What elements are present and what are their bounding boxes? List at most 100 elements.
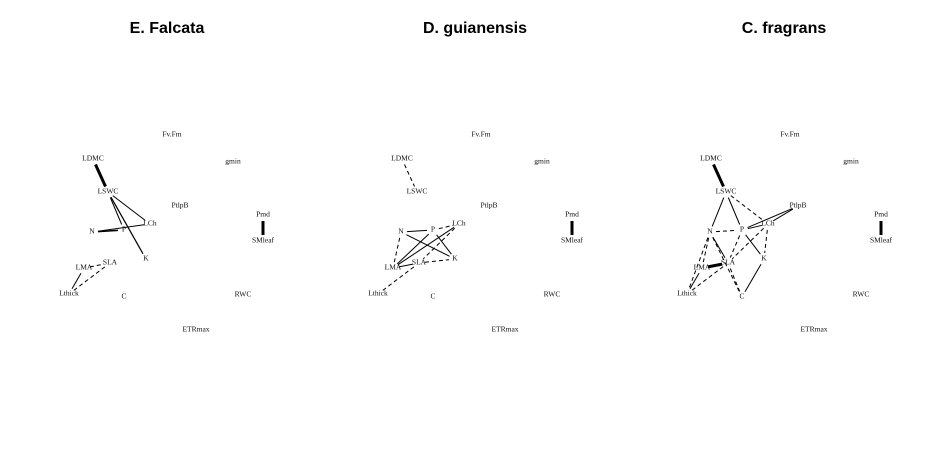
- node-pmd: Pmd: [565, 210, 579, 219]
- node-gmin: gmin: [843, 157, 859, 166]
- node-n: N: [89, 227, 95, 236]
- node-smleaf: SMleaf: [252, 236, 275, 245]
- node-lthick: Lthick: [368, 289, 388, 298]
- node-k: K: [452, 254, 458, 263]
- node-smleaf: SMleaf: [561, 236, 584, 245]
- node-c: C: [121, 292, 126, 301]
- node-gmin: gmin: [225, 157, 241, 166]
- edge-n-sla: [712, 236, 726, 259]
- node-lthick: Lthick: [59, 289, 79, 298]
- node-lthick: Lthick: [677, 289, 697, 298]
- edge-ldmc-lswc: [712, 163, 725, 188]
- node-ptlpb: PtlpB: [480, 201, 497, 210]
- edge-lma-lthick: [689, 272, 700, 290]
- node-lswc: LSWC: [98, 187, 119, 196]
- node-n: N: [707, 227, 713, 236]
- node-p: P: [740, 225, 744, 234]
- edge-n-p: [97, 229, 119, 233]
- edge-lch-lma: [397, 226, 455, 266]
- node-ldmc: LDMC: [82, 154, 104, 163]
- panel-3-edges: [688, 163, 883, 293]
- edge-lswc-k: [110, 196, 144, 255]
- node-p: P: [431, 225, 435, 234]
- node-ldmc: LDMC: [700, 154, 722, 163]
- node-sla: SLA: [412, 258, 427, 267]
- node-lch: LCh: [761, 219, 775, 228]
- edge-k-c: [744, 263, 762, 293]
- node-p: P: [122, 225, 126, 234]
- node-fvfm: Fv.Fm: [471, 130, 490, 139]
- edge-lch-k: [764, 229, 768, 254]
- node-lma: LMA: [76, 263, 93, 272]
- node-k: K: [143, 254, 149, 263]
- node-gmin: gmin: [534, 157, 550, 166]
- node-ptlpb: PtlpB: [171, 201, 188, 210]
- node-rwc: RWC: [853, 290, 870, 299]
- node-lswc: LSWC: [407, 187, 428, 196]
- edge-sla-k: [424, 259, 450, 263]
- edge-n-lma: [393, 237, 401, 263]
- edge-lma-sla: [89, 263, 105, 268]
- edge-lch-sla: [422, 227, 456, 260]
- panel-title-3: C. fragrans: [742, 20, 827, 37]
- edge-lswc-lch: [730, 195, 764, 221]
- node-lswc: LSWC: [716, 187, 737, 196]
- node-fvfm: Fv.Fm: [780, 130, 799, 139]
- edge-n-lthick: [688, 237, 709, 289]
- edge-lswc-p: [727, 197, 741, 225]
- edge-sla-c: [729, 268, 741, 292]
- node-etrmax: ETRmax: [491, 325, 518, 334]
- panel-title-1: E. Falcata: [130, 20, 205, 37]
- edge-lma-sla: [398, 263, 414, 268]
- edge-n-k: [406, 234, 450, 257]
- panel-2-edges: [382, 164, 574, 291]
- node-c: C: [430, 292, 435, 301]
- node-lma: LMA: [385, 263, 402, 272]
- edge-sla-lma: [707, 262, 723, 269]
- edge-n-c: [712, 237, 740, 292]
- node-k: K: [761, 254, 767, 263]
- edge-p-lma: [396, 233, 430, 265]
- edge-lthick-lma: [71, 272, 82, 290]
- edge-ptlpb-lch: [772, 208, 794, 222]
- node-ldmc: LDMC: [391, 154, 413, 163]
- node-pmd: Pmd: [256, 210, 270, 219]
- edge-p-ptlpb: [747, 207, 793, 229]
- edge-n-p: [715, 229, 737, 233]
- node-rwc: RWC: [235, 290, 252, 299]
- edge-ldmc-lswc: [95, 164, 106, 187]
- panel-3: C. fragrans Fv.FmgminLDMCLSWCPtlpBPmdSMl…: [677, 20, 892, 334]
- node-n: N: [398, 227, 404, 236]
- node-pmd: Pmd: [874, 210, 888, 219]
- node-sla: SLA: [721, 258, 736, 267]
- panel-1: E. Falcata Fv.Fm gmin LDMC LSWC PtlpB PmdSMle…: [59, 20, 274, 334]
- node-lch: LCh: [452, 219, 466, 228]
- edge-lswc-p: [109, 197, 123, 225]
- edge-p-k: [436, 234, 452, 255]
- panel-title-2: D. guianensis: [423, 20, 527, 37]
- node-sla: SLA: [103, 258, 118, 267]
- node-fvfm: Fv.Fm: [162, 130, 181, 139]
- node-ptlpb: PtlpB: [789, 201, 806, 210]
- panel-1-edges: [71, 163, 265, 291]
- panel-2: D. guianensis Fv.Fm gmin LDMC LSWC PtlpB PmdS…: [368, 20, 583, 334]
- edge-p-k: [745, 234, 761, 255]
- node-lch: LCh: [143, 219, 157, 228]
- node-etrmax: ETRmax: [182, 325, 209, 334]
- node-c: C: [739, 292, 744, 301]
- node-etrmax: ETRmax: [800, 325, 827, 334]
- edge-n-p: [406, 229, 428, 233]
- node-rwc: RWC: [544, 290, 561, 299]
- edge-p-lch: [747, 224, 763, 230]
- edge-lswc-n: [711, 197, 725, 227]
- edge-lch-sla: [731, 227, 765, 260]
- edge-n-lma: [702, 237, 710, 263]
- node-lma: LMA: [694, 263, 711, 272]
- edge-lswc-lch: [112, 195, 146, 221]
- edge-n-lch: [97, 224, 145, 232]
- edge-p-lch: [438, 224, 454, 230]
